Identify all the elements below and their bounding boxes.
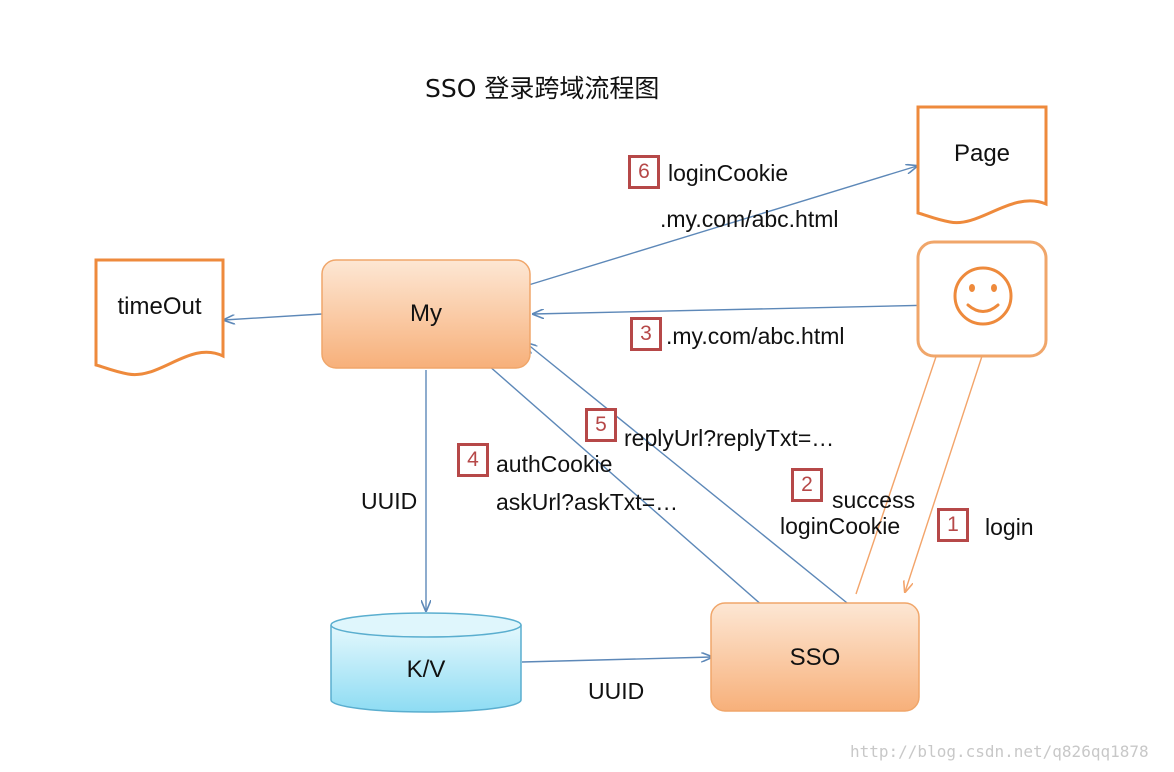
step-4-line-1: authCookie [496,451,613,477]
node-user [916,240,1048,358]
node-my-box [321,259,531,369]
edge-user-to-sso [905,349,985,592]
step-3-badge: 3 [630,317,662,351]
watermark-text: http://blog.csdn.net/q826qq1878 [850,742,1149,761]
smiley-icon [953,266,1013,326]
step-3-line-1: .my.com/abc.html [666,323,845,349]
step-2-badge: 2 [791,468,823,502]
step-4-line-2: askUrl?askTxt=… [496,489,679,515]
edge-my-to-page [521,166,917,288]
node-sso-label: SSO [789,644,841,671]
node-page-document [916,105,1048,225]
node-my-label: My [410,300,442,327]
step-1-line-1: login [985,514,1034,540]
node-sso-box [710,602,920,712]
edge-kv-to-sso [521,657,712,663]
node-page-label: Page [953,140,1011,167]
edge-user-to-my [533,304,938,314]
edge-my-kv-label: UUID [361,488,418,514]
step-6-line-1: loginCookie [668,160,789,186]
step-4-badge: 4 [457,443,489,477]
edge-sso-to-user [855,333,944,595]
node-timeout-label: timeOut [117,293,202,320]
step-1-badge: 1 [937,508,969,542]
step-6-line-2: .my.com/abc.html [660,206,839,232]
node-kv-label: K/V [406,656,446,683]
step-5-line-1: replyUrl?replyTxt=… [624,425,835,451]
diagram-title: SSO 登录跨域流程图 [425,74,660,103]
edge-my-to-timeout [224,313,323,320]
step-5-badge: 5 [585,408,617,442]
edge-kv-sso-label: UUID [588,678,645,704]
step-2-line-2: loginCookie [780,513,901,539]
edge-sso-to-my [526,343,858,612]
step-2-line-1: success [832,487,916,513]
step-6-badge: 6 [628,155,660,189]
edge-my-to-sso [479,357,780,621]
node-timeout-document [94,258,225,377]
node-kv-cylinder [330,612,522,713]
